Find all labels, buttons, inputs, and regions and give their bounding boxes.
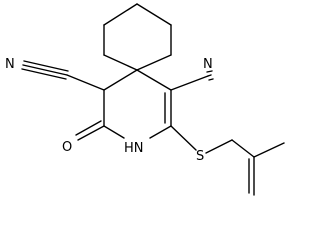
bond <box>103 54 138 71</box>
bond <box>231 139 255 158</box>
bond <box>103 3 138 26</box>
bond <box>21 68 67 80</box>
bond <box>66 74 105 91</box>
atom-n-right: N <box>203 57 213 72</box>
bond <box>207 74 212 77</box>
bond <box>136 69 172 91</box>
atom-n-left: N <box>5 57 15 72</box>
bond <box>206 70 213 73</box>
bond <box>136 54 172 71</box>
bond <box>149 125 172 139</box>
bond <box>103 125 125 139</box>
bond <box>75 120 102 136</box>
atom-nh: HN <box>124 141 144 156</box>
bond <box>170 75 209 91</box>
bond <box>253 142 285 158</box>
piperidine-ring <box>103 69 172 139</box>
nitrile-right <box>170 70 214 91</box>
molecule-structure: N N O HN S <box>5 3 285 196</box>
carbonyl <box>75 120 105 141</box>
bond <box>170 125 197 151</box>
bond <box>22 64 68 76</box>
atom-sulfur: S <box>196 149 204 164</box>
nitrile-left <box>21 60 105 91</box>
bond <box>23 60 69 72</box>
methallyl-thio <box>170 125 285 196</box>
bond <box>136 3 172 26</box>
bond <box>77 125 105 141</box>
bond <box>208 78 214 81</box>
atom-oxygen: O <box>62 140 72 155</box>
bond <box>103 69 138 91</box>
cyclohexane-ring <box>103 3 172 71</box>
bond <box>205 139 233 154</box>
